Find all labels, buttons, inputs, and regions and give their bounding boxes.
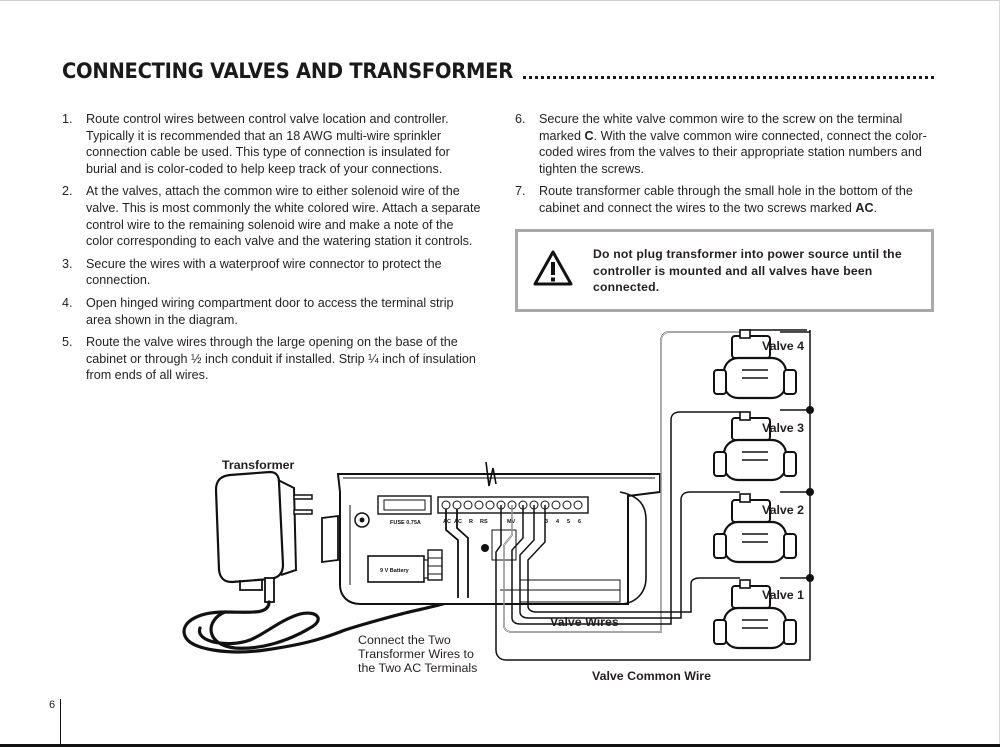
valve-wires-label: Valve Wires [550, 615, 619, 629]
valve-3-icon [713, 411, 797, 482]
instruction-list-right: 6.Secure the white valve common wire to … [515, 111, 940, 223]
transformer-leads [445, 509, 469, 598]
list-item: 3.Secure the wires with a waterproof wir… [62, 256, 442, 288]
list-item: 1.Route control wires between control va… [62, 112, 450, 176]
terminal-label: RS [480, 519, 488, 525]
terminal-label: 5 [567, 519, 570, 525]
controller-cabinet [321, 461, 661, 605]
valve-1-icon [713, 579, 797, 650]
title-dot-leader [522, 76, 934, 79]
terminal-label: 4 [556, 519, 560, 525]
connect-note-line: the Two AC Terminals [358, 661, 478, 675]
warning-text: Do not plug transformer into power sourc… [593, 247, 902, 294]
terminal-label: R [469, 519, 473, 525]
valve-3-label: Valve 3 [762, 421, 805, 435]
list-item: 2.At the valves, attach the common wire … [62, 184, 481, 249]
heading-row: CONNECTING VALVES AND TRANSFORMER [62, 55, 934, 83]
connect-note-line: Transformer Wires to [358, 647, 474, 661]
list-item: 6.Secure the white valve common wire to … [515, 112, 927, 176]
valve-2-icon [713, 493, 797, 564]
page-number-rule [60, 699, 61, 744]
page-number: 6 [49, 699, 56, 711]
list-item: 4.Open hinged wiring compartment door to… [62, 295, 454, 327]
valve-wires [495, 329, 811, 661]
common-wire-junctions [780, 331, 814, 582]
page-frame-bottom [0, 744, 1000, 747]
terminal-label: 6 [578, 519, 581, 525]
terminal-label: AC [443, 519, 451, 525]
transformer-label: Transformer [222, 458, 295, 472]
valve-common-wire-label: Valve Common Wire [592, 669, 712, 683]
terminal-label: 3 [545, 519, 548, 525]
warning-triangle-icon [533, 250, 573, 286]
page-frame-top [0, 0, 1000, 1]
connect-note-line: Connect the Two [358, 633, 451, 647]
fuse-label: FUSE 0.75A [390, 520, 421, 526]
instruction-list-left: 1.Route control wires between control va… [62, 111, 482, 390]
warning-box: Do not plug transformer into power sourc… [515, 229, 934, 312]
transformer-cable [182, 596, 459, 654]
page-title: CONNECTING VALVES AND TRANSFORMER [62, 59, 513, 83]
transformer-icon [214, 470, 313, 603]
valve-4-label: Valve 4 [762, 339, 805, 353]
list-item: 7.Route transformer cable through the sm… [515, 184, 913, 215]
list-item: 5.Route the valve wires through the larg… [62, 335, 476, 383]
valve-4-icon [713, 329, 797, 400]
battery-label: 9 V Battery [380, 568, 410, 574]
valve-2-label: Valve 2 [762, 503, 805, 517]
valve-1-label: Valve 1 [762, 588, 805, 602]
terminal-label: AC [454, 519, 462, 525]
